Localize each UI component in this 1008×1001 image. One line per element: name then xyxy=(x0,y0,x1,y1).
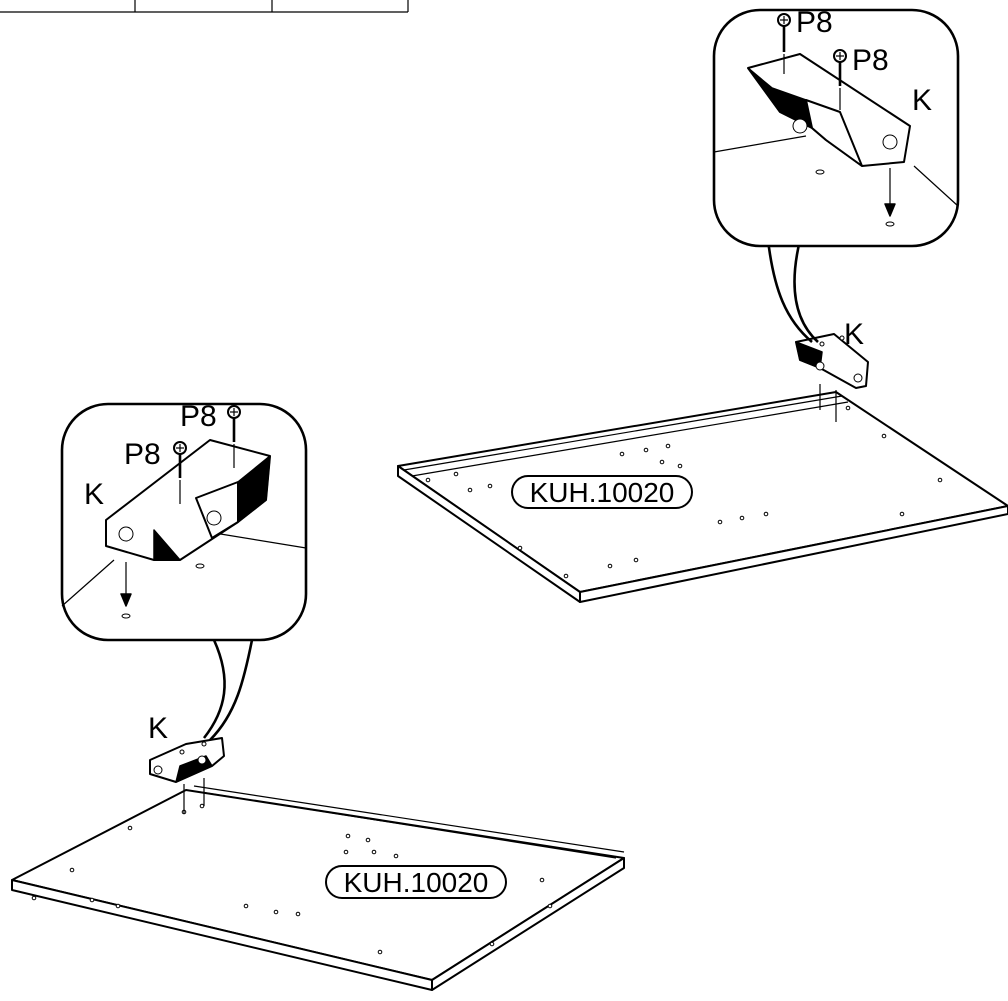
screw-p8-left-b: P8 xyxy=(180,400,241,468)
bracket-k-left-label: K xyxy=(148,712,168,745)
screw-p8-left-b-label: P8 xyxy=(180,400,217,433)
leader-left-a xyxy=(202,639,226,739)
bracket-k-left: K xyxy=(148,712,225,814)
callout-right-k-label: K xyxy=(912,84,932,117)
bracket-k-right-label: K xyxy=(844,318,864,351)
panel-left-holes xyxy=(31,803,553,955)
screw-p8-right-b-label: P8 xyxy=(852,44,889,77)
screw-p8-left-a: P8 xyxy=(124,438,187,504)
panel-left: KUH.10020 xyxy=(11,785,625,991)
leader-right-b xyxy=(793,239,819,343)
leader-left-b xyxy=(209,639,254,741)
screw-p8-right-b: P8 xyxy=(833,44,889,110)
screw-p8-right-a-label: P8 xyxy=(796,6,833,39)
screw-p8-right-a: P8 xyxy=(777,6,833,74)
part-code-right-text: KUH.10020 xyxy=(530,477,675,508)
table-fragment xyxy=(0,0,409,13)
callout-left-k-label: K xyxy=(84,478,104,511)
part-code-right: KUH.10020 xyxy=(511,475,693,509)
leader-right-a xyxy=(766,239,813,343)
callout-right-plus-a: ⊕ xyxy=(766,85,778,101)
right-panel-assembly: KUH.10020 K ⊕ xyxy=(397,6,1008,603)
screw-p8-left-a-label: P8 xyxy=(124,438,161,471)
part-code-left-text: KUH.10020 xyxy=(344,867,489,898)
part-code-left: KUH.10020 xyxy=(325,865,507,899)
left-panel-assembly: KUH.10020 K xyxy=(11,400,625,991)
callout-right: ⊕ P8 P8 K xyxy=(712,6,960,248)
panel-right: KUH.10020 xyxy=(397,391,1008,603)
panel-right-holes xyxy=(425,405,943,579)
bracket-k-right: K xyxy=(795,318,869,422)
callout-left: P8 P8 K xyxy=(60,400,308,642)
